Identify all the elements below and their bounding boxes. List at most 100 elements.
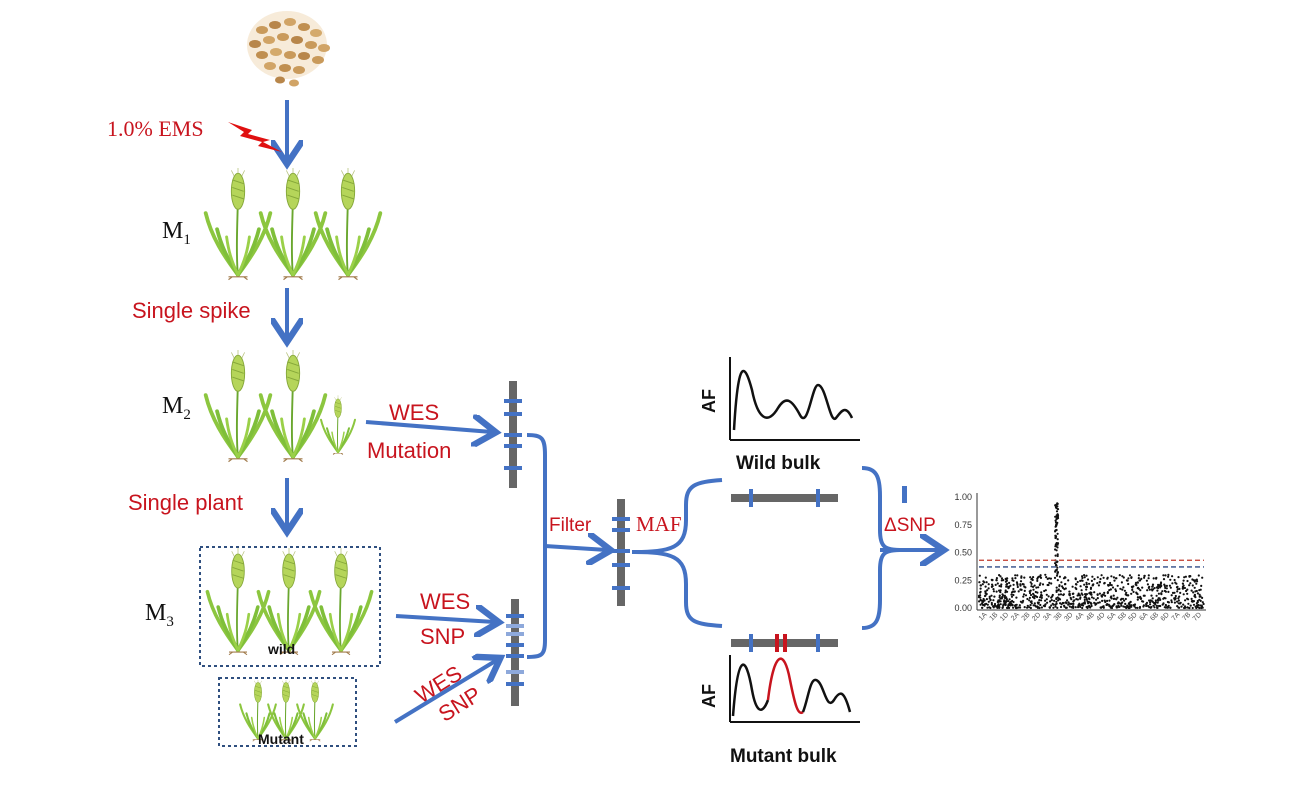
mutant-af-plot: AF (699, 655, 860, 723)
data-point (1181, 582, 1184, 585)
data-point (1142, 600, 1145, 603)
data-point (1191, 578, 1194, 581)
data-point (998, 594, 1001, 597)
data-point (1038, 599, 1041, 602)
data-point (1167, 575, 1170, 578)
data-point (1093, 601, 1096, 605)
data-point (1166, 606, 1169, 609)
data-point (1176, 600, 1179, 603)
data-point (1116, 584, 1119, 587)
data-point (1050, 596, 1053, 599)
arrow-wes-snp-wild (395, 616, 495, 622)
data-point (1182, 586, 1185, 589)
data-point (995, 579, 998, 582)
data-point (1002, 579, 1005, 582)
data-point (1035, 605, 1038, 608)
data-point (981, 606, 984, 609)
data-point (1059, 605, 1063, 609)
data-point (1067, 579, 1070, 582)
wes-top-label: WES (389, 400, 439, 425)
data-point (1152, 577, 1155, 580)
data-point (999, 575, 1002, 578)
data-point (1001, 606, 1004, 609)
data-point (1186, 579, 1189, 583)
data-point (1075, 583, 1078, 586)
data-point (1196, 592, 1199, 595)
data-point (1197, 574, 1200, 577)
peak-point (1054, 548, 1057, 551)
data-point (983, 594, 987, 598)
data-point (1156, 589, 1159, 592)
data-point (985, 592, 988, 596)
data-point (1011, 579, 1014, 582)
data-point (1137, 587, 1140, 590)
peak-point (1054, 521, 1058, 524)
data-point (1120, 604, 1123, 607)
data-point (1056, 606, 1059, 610)
delta-snp-label: ΔSNP (884, 515, 936, 536)
data-point (1123, 605, 1127, 609)
data-point (1103, 582, 1106, 585)
data-point (1173, 578, 1176, 582)
data-point (1148, 585, 1151, 588)
data-point (1143, 576, 1146, 579)
data-point (1164, 586, 1167, 590)
data-point (1079, 605, 1082, 609)
data-point (1007, 603, 1010, 606)
data-point (1171, 575, 1174, 578)
data-point (1079, 585, 1082, 588)
data-point (1154, 599, 1157, 602)
data-point (979, 594, 982, 597)
data-point (1080, 589, 1083, 592)
data-point (986, 606, 989, 609)
data-point (1107, 583, 1110, 587)
peak-point (1055, 517, 1058, 521)
data-point (1071, 592, 1074, 596)
data-point (1137, 574, 1140, 577)
data-point (1201, 601, 1204, 604)
arrow-filter (544, 546, 607, 550)
data-point (998, 584, 1001, 588)
data-point (1080, 603, 1083, 607)
data-point (1106, 599, 1109, 603)
data-point (1044, 589, 1047, 592)
data-point (1036, 595, 1039, 599)
data-point (987, 583, 990, 586)
arrow-wes-snp-mutant (393, 660, 497, 724)
data-point (998, 606, 1001, 609)
data-point (1175, 586, 1179, 589)
data-point (1088, 604, 1091, 607)
data-point (1140, 577, 1143, 581)
wild-box (199, 546, 381, 667)
data-point (1090, 593, 1093, 596)
data-point (1186, 606, 1189, 609)
data-point (1053, 599, 1056, 602)
data-point (1191, 584, 1194, 587)
data-point (990, 585, 994, 589)
data-point (1156, 606, 1159, 610)
data-point (1176, 605, 1179, 608)
data-point (1011, 577, 1014, 580)
data-point (1029, 593, 1033, 597)
data-point (1011, 590, 1015, 593)
data-point (1096, 593, 1099, 597)
data-point (1122, 586, 1125, 589)
data-point (1186, 588, 1189, 591)
data-point (1136, 606, 1139, 610)
x-tick-label: 2D (1031, 611, 1042, 622)
data-point (1164, 604, 1167, 607)
data-point (978, 600, 981, 603)
data-point (1136, 598, 1139, 601)
data-point (1159, 581, 1163, 584)
data-point (1081, 579, 1084, 582)
data-point (1103, 599, 1106, 602)
data-point (981, 583, 984, 586)
data-point (989, 606, 992, 610)
data-point (1050, 604, 1053, 607)
data-point (1199, 595, 1202, 598)
x-tick-label: 4B (1085, 611, 1096, 622)
data-point (1051, 602, 1054, 605)
data-point (1006, 606, 1010, 609)
data-point (1055, 590, 1058, 594)
data-point (1026, 597, 1029, 601)
